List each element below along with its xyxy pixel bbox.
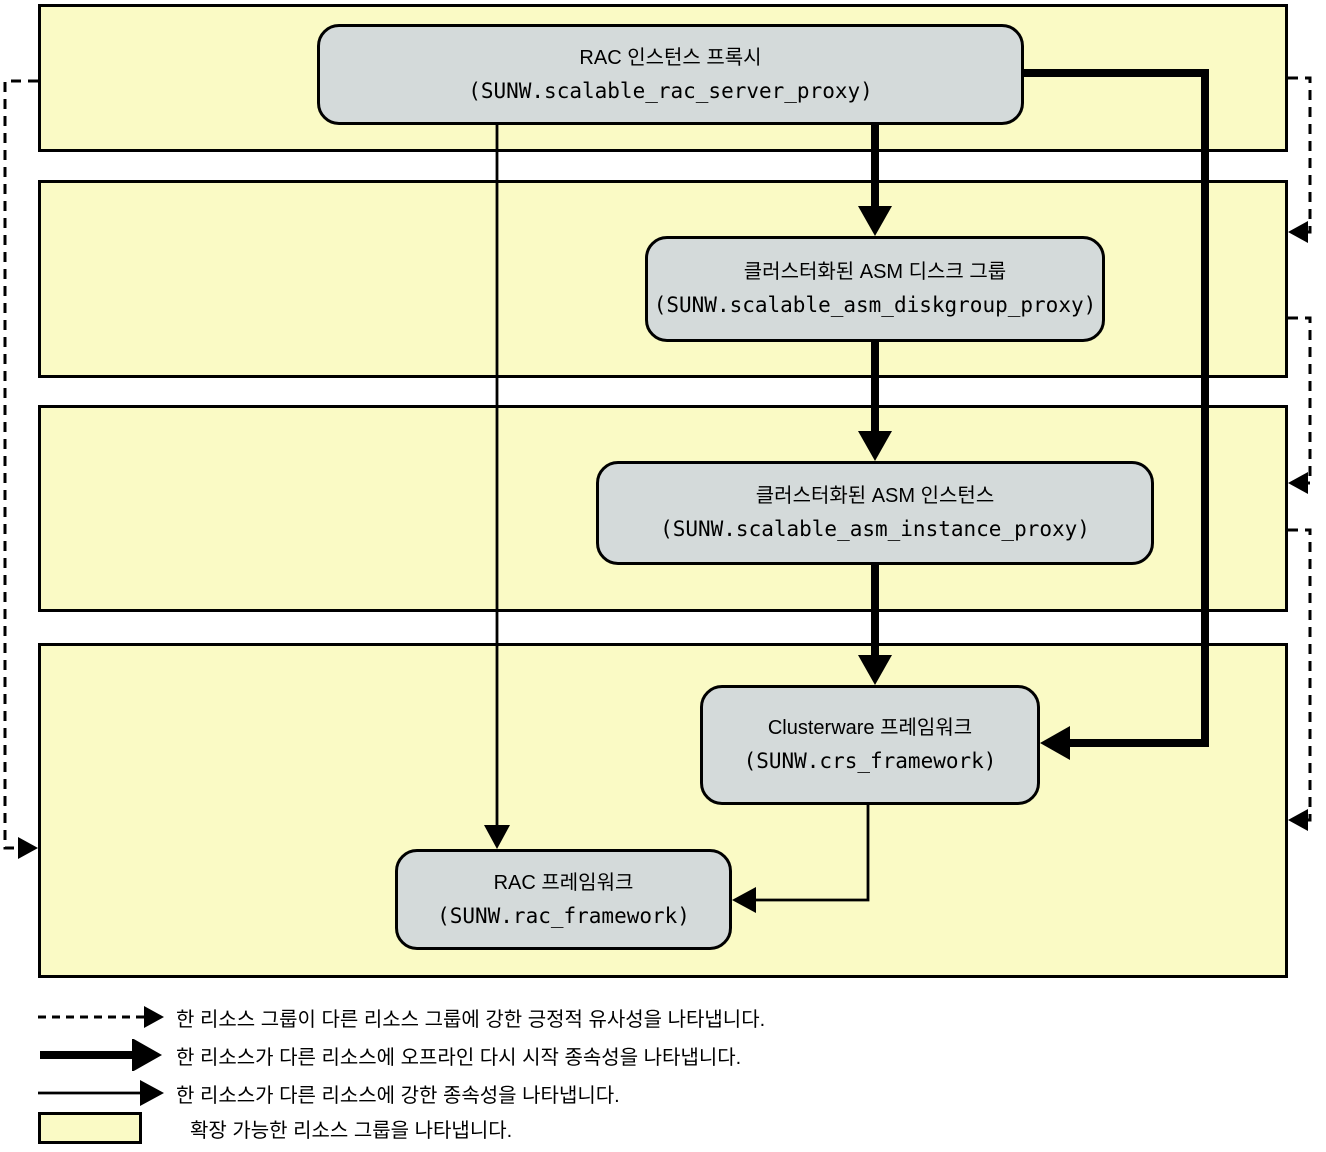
node-title: RAC 인스턴스 프록시 [579,46,762,69]
legend-label: 확장 가능한 리소스 그룹을 나타냅니다. [190,1119,513,1142]
legend-row-affinity: 한 리소스 그룹이 다른 리소스 그룹에 강한 긍정적 유사성을 나타냅니다. [36,1001,765,1033]
node-rac-framework: RAC 프레임워크 (SUNW.rac_framework) [395,849,732,950]
node-title: RAC 프레임워크 [493,871,634,894]
node-resource-type: (SUNW.rac_framework) [437,903,690,928]
node-title: Clusterware 프레임워크 [767,717,973,739]
legend-label: 한 리소스 그룹이 다른 리소스 그룹에 강한 긍정적 유사성을 나타냅니다. [176,1008,766,1031]
dashed-arrow-icon [38,1006,164,1028]
thick-arrow-icon [40,1039,162,1071]
legend-row-scalable-group: 확장 가능한 리소스 그룹을 나타냅니다. [36,1112,512,1144]
node-title: 클러스터화된 ASM 인스턴스 [755,485,995,507]
legend-label: 한 리소스가 다른 리소스에 강한 종속성을 나타냅니다. [176,1084,620,1107]
node-rac-instance-proxy: RAC 인스턴스 프록시 (SUNW.scalable_rac_server_p… [317,24,1024,125]
legend-label: 한 리소스가 다른 리소스에 오프라인 다시 시작 종속성을 나타냅니다. [176,1046,742,1069]
scalable-group-swatch-icon [38,1112,142,1144]
node-clustered-asm-diskgroup: 클러스터화된 ASM 디스크 그룹 (SUNW.scalable_asm_dis… [645,236,1105,342]
thin-arrow-icon [38,1080,164,1106]
affinity-arrow-group1-to-group2 [1288,76,1312,243]
node-clustered-asm-instance: 클러스터화된 ASM 인스턴스 (SUNW.scalable_asm_insta… [596,461,1154,565]
node-clusterware-framework: Clusterware 프레임워크 (SUNW.crs_framework) [700,685,1040,805]
affinity-arrow-group2-to-group3 [1288,316,1312,494]
legend-row-strong-dependency: 한 리소스가 다른 리소스에 강한 종속성을 나타냅니다. [36,1077,620,1109]
node-resource-type: (SUNW.scalable_rac_server_proxy) [468,78,873,103]
node-resource-type: (SUNW.scalable_asm_diskgroup_proxy) [653,293,1097,317]
legend-row-offline-restart: 한 리소스가 다른 리소스에 오프라인 다시 시작 종속성을 나타냅니다. [36,1039,741,1071]
affinity-arrow-group3-to-group4 [1288,528,1312,831]
node-title: 클러스터화된 ASM 디스크 그룹 [743,261,1007,283]
node-resource-type: (SUNW.crs_framework) [743,749,997,773]
node-resource-type: (SUNW.scalable_asm_instance_proxy) [660,517,1090,541]
affinity-arrow-group1-to-group4 [3,79,38,859]
